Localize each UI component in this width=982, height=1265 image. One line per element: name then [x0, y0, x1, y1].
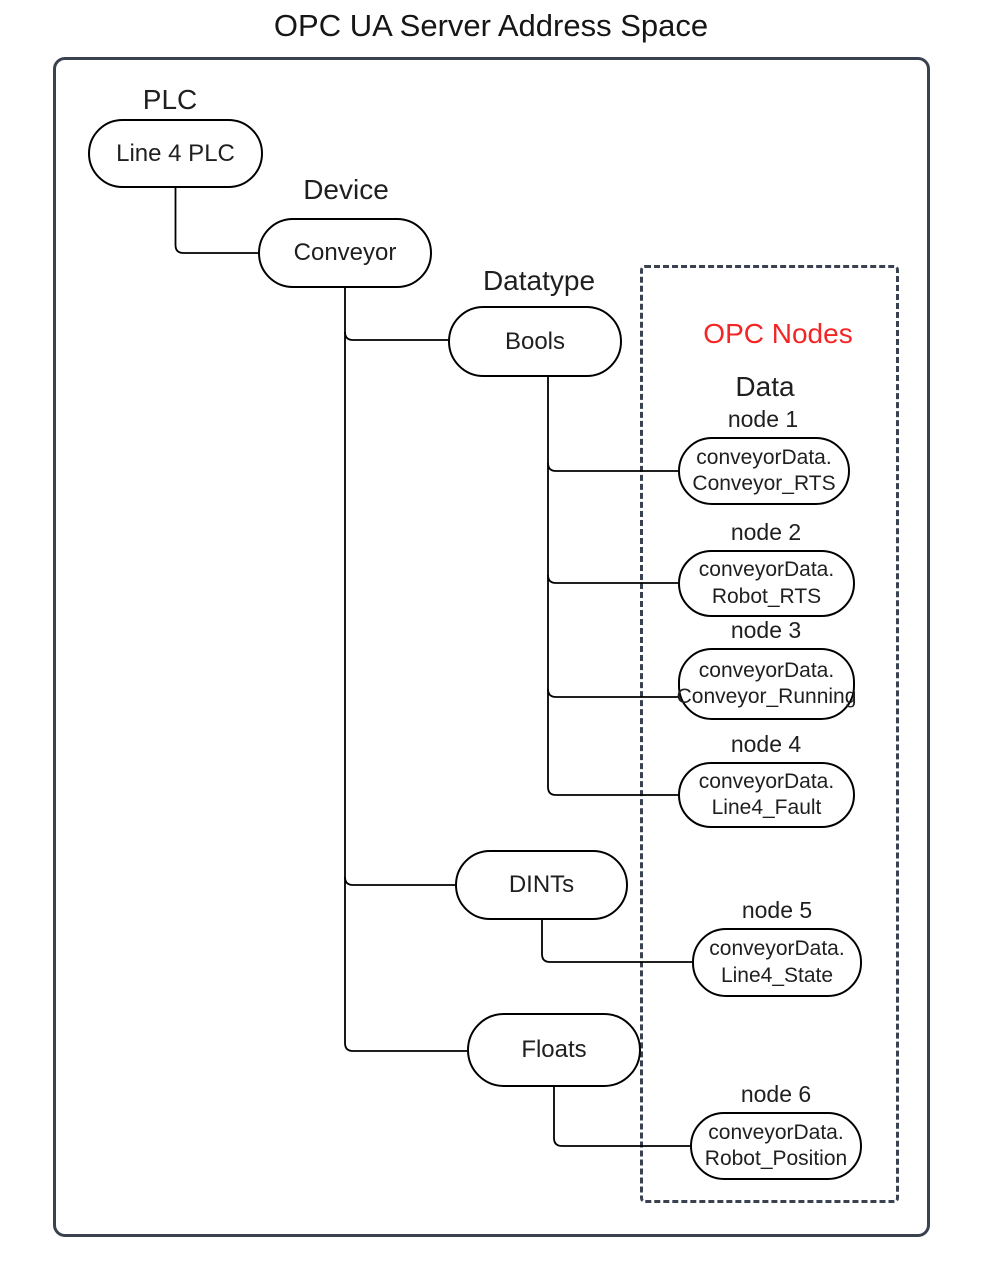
node-5-line2: Line4_State	[720, 963, 834, 987]
plc-label: PLC	[142, 84, 198, 115]
diagram-title: OPC UA Server Address Space	[273, 8, 709, 43]
plc-node-pill: Line 4 PLC	[88, 119, 263, 188]
bools-text: Bools	[504, 327, 566, 355]
opc-nodes-title: OPC Nodes	[703, 318, 853, 349]
node-3-pill: conveyorData. Conveyor_Running	[676, 648, 857, 720]
node-3-line2: Conveyor_Running	[676, 685, 857, 708]
datatype-floats-pill: Floats	[467, 1013, 641, 1087]
node-4-line1: conveyorData.	[698, 769, 835, 793]
data-label: Data	[735, 371, 795, 402]
device-node-pill: Conveyor	[258, 218, 432, 288]
node-1-line2: Conveyor_RTS	[692, 472, 836, 495]
floats-text: Floats	[521, 1036, 587, 1063]
node-6-pill: conveyorData. Robot_Position	[690, 1112, 862, 1180]
device-label: Device	[303, 174, 389, 205]
node-2-label: node 2	[730, 519, 802, 545]
node-5-pill: conveyorData. Line4_State	[692, 928, 862, 997]
node-3-line1: conveyorData.	[698, 658, 835, 682]
datatype-label: Datatype	[482, 265, 596, 296]
node-4-pill: conveyorData. Line4_Fault	[678, 762, 855, 828]
device-node-text: Conveyor	[293, 239, 397, 266]
node-5-line1: conveyorData.	[709, 937, 845, 961]
node-1-line1: conveyorData.	[696, 445, 832, 469]
node-3-label: node 3	[730, 617, 802, 643]
node-2-pill: conveyorData. Robot_RTS	[678, 550, 855, 617]
plc-node-text: Line 4 PLC	[116, 139, 235, 167]
node-1-pill: conveyorData. Conveyor_RTS	[678, 437, 850, 505]
node-4-label: node 4	[730, 731, 802, 757]
datatype-bools-pill: Bools	[448, 306, 622, 377]
node-2-line2: Robot_RTS	[711, 584, 822, 608]
node-1-label: node 1	[727, 406, 799, 432]
opc-nodes-dashed-box	[640, 265, 899, 1203]
node-4-line2: Line4_Fault	[711, 796, 822, 819]
node-6-label: node 6	[740, 1081, 812, 1107]
node-6-line1: conveyorData.	[708, 1120, 844, 1144]
node-2-line1: conveyorData.	[698, 558, 835, 582]
node-5-label: node 5	[741, 897, 813, 923]
datatype-dints-pill: DINTs	[455, 850, 628, 920]
node-6-line2: Robot_Position	[704, 1147, 848, 1170]
dints-text: DINTs	[508, 871, 575, 898]
